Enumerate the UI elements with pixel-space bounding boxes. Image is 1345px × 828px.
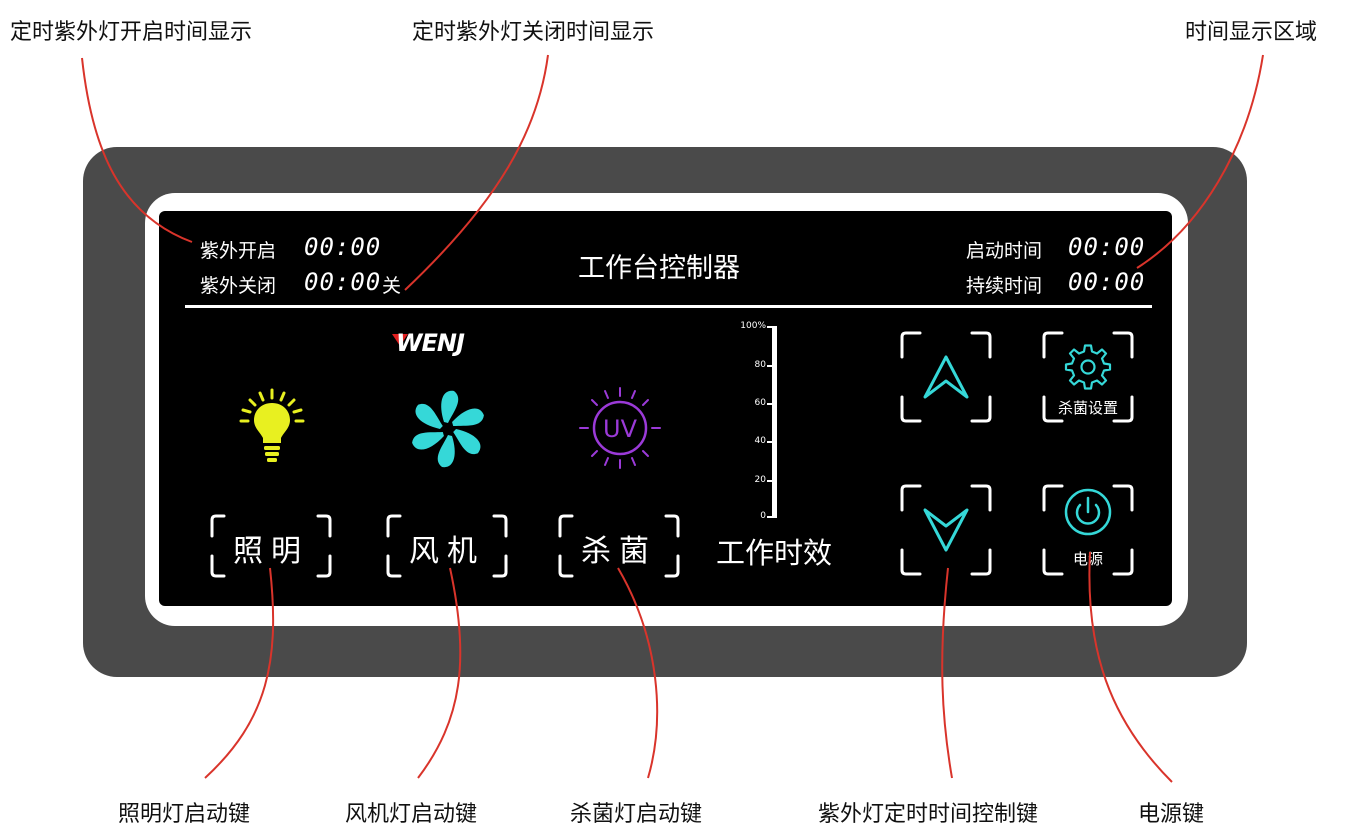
duration-label: 持续时间 bbox=[966, 275, 1043, 297]
sterilize-settings-button[interactable]: 杀菌设置 bbox=[1042, 331, 1134, 423]
power-icon bbox=[1064, 488, 1112, 536]
header-divider bbox=[185, 305, 1152, 308]
screen-title: 工作台控制器 bbox=[578, 253, 740, 284]
scale-tick-0: 0 bbox=[760, 511, 766, 521]
sterilize-button[interactable]: 杀菌 bbox=[558, 514, 680, 578]
scale-tick-40: 40 bbox=[754, 436, 766, 446]
scale-tick-100: 100% bbox=[740, 321, 766, 331]
callout-line-uv-timer bbox=[941, 567, 953, 779]
up-arrow-button[interactable] bbox=[900, 331, 992, 423]
callout-line-uv-on bbox=[81, 57, 193, 243]
scale-tick-20: 20 bbox=[754, 475, 766, 485]
callout-fan-key: 风机灯启动键 bbox=[345, 802, 478, 827]
uv-icon-text: UV bbox=[603, 415, 638, 443]
light-button-label: 照明 bbox=[233, 534, 309, 569]
scale-mark-60 bbox=[767, 403, 773, 405]
scale-mark-20 bbox=[767, 480, 773, 482]
scale-mark-80 bbox=[767, 365, 773, 367]
callout-time-area: 时间显示区域 bbox=[1185, 20, 1318, 45]
scale-tick-80: 80 bbox=[754, 360, 766, 370]
callout-light-key: 照明灯启动键 bbox=[118, 802, 251, 827]
uv-off-state: 关 bbox=[382, 275, 402, 297]
callout-sterilize-key: 杀菌灯启动键 bbox=[570, 802, 703, 827]
up-arrow-icon bbox=[923, 355, 969, 399]
gear-icon bbox=[1064, 344, 1112, 390]
power-button[interactable]: 电源 bbox=[1042, 484, 1134, 576]
light-button[interactable]: 照明 bbox=[210, 514, 332, 578]
callout-line-time-area bbox=[1136, 54, 1264, 269]
brand-logo: WENJ bbox=[390, 329, 510, 360]
power-button-label: 电源 bbox=[1072, 550, 1103, 568]
down-arrow-icon bbox=[923, 508, 969, 552]
callout-uv-on-time: 定时紫外灯开启时间显示 bbox=[10, 20, 253, 45]
sterilize-settings-label: 杀菌设置 bbox=[1057, 399, 1118, 417]
uv-on-time: 00:00 bbox=[304, 233, 382, 261]
uv-off-label: 紫外关闭 bbox=[200, 275, 277, 297]
start-time-label: 启动时间 bbox=[966, 240, 1043, 262]
callout-line-sterilize bbox=[617, 567, 659, 779]
uv-lamp-icon: UV bbox=[576, 384, 664, 476]
scale-mark-40 bbox=[767, 441, 773, 443]
scale-mark-100 bbox=[767, 326, 773, 328]
start-time-value: 00:00 bbox=[1068, 233, 1146, 261]
fan-button-label: 风机 bbox=[409, 534, 485, 569]
work-efficiency-label: 工作时效 bbox=[716, 536, 833, 570]
control-screen bbox=[159, 211, 1172, 606]
sterilize-button-label: 杀菌 bbox=[581, 534, 657, 569]
efficiency-scale-bar bbox=[772, 326, 777, 518]
uv-off-time: 00:00 bbox=[304, 268, 382, 296]
brand-text: WENJ bbox=[396, 329, 465, 357]
callout-power-key: 电源键 bbox=[1138, 802, 1205, 827]
brand-logo-graphic: WENJ bbox=[392, 329, 466, 357]
callout-line-uv-off bbox=[404, 54, 549, 291]
duration-value: 00:00 bbox=[1068, 268, 1146, 296]
fan-button[interactable]: 风机 bbox=[386, 514, 508, 578]
light-bulb-icon bbox=[232, 386, 312, 474]
callout-uv-timer-key: 紫外灯定时时间控制键 bbox=[818, 802, 1039, 827]
uv-on-label: 紫外开启 bbox=[200, 240, 277, 262]
fan-icon bbox=[406, 387, 490, 475]
callout-line-light bbox=[204, 567, 275, 779]
callout-line-power bbox=[1088, 551, 1173, 783]
scale-tick-60: 60 bbox=[754, 398, 766, 408]
down-arrow-button[interactable] bbox=[900, 484, 992, 576]
callout-uv-off-time: 定时紫外灯关闭时间显示 bbox=[412, 20, 655, 45]
callout-line-fan bbox=[417, 567, 462, 779]
scale-mark-0 bbox=[767, 516, 773, 518]
